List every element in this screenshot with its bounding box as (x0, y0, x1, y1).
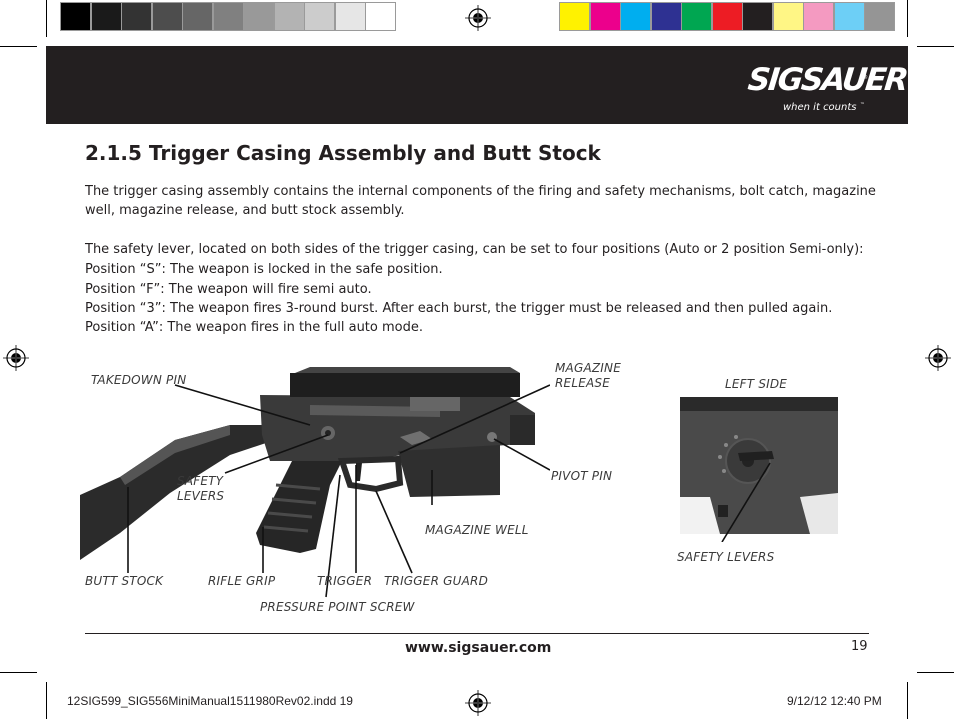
slug-filename: 12SIG599_SIG556MiniManual1511980Rev02.in… (67, 694, 353, 708)
gray-swatch (151, 2, 183, 31)
logo-tagline: when it counts (783, 102, 857, 113)
color-swatch (864, 2, 895, 31)
color-swatch (742, 2, 773, 31)
trademark-mark: ™ (860, 102, 865, 108)
callout-safety-levers-inset: SAFETY LEVERS (677, 550, 775, 564)
callout-magazine-release: MAGAZINE (555, 361, 621, 375)
gray-swatch (90, 2, 122, 31)
callout-rifle-grip: RIFLE GRIP (208, 574, 276, 588)
gray-swatch (365, 2, 396, 31)
callout-safety-levers: LEVERS (177, 489, 225, 503)
crop-mark (907, 0, 908, 37)
registration-mark-icon (465, 690, 491, 716)
callout-magazine-well: MAGAZINE WELL (425, 523, 529, 537)
callout-trigger-guard: TRIGGER GUARD (384, 574, 489, 588)
page-number: 19 (851, 639, 868, 654)
section-title: 2.1.5 Trigger Casing Assembly and Butt S… (85, 141, 601, 165)
callout-pressure-point-screw: PRESSURE POINT SCREW (260, 600, 415, 614)
intro-paragraph-line: well, magazine release, and butt stock a… (85, 203, 405, 218)
callout-trigger: TRIGGER (317, 574, 373, 588)
callout-magazine-release: RELEASE (555, 376, 610, 390)
registration-mark-icon (925, 345, 951, 371)
color-swatch (772, 2, 804, 31)
callout-pivot-pin: PIVOT PIN (551, 469, 613, 483)
gray-swatch (121, 2, 152, 31)
sig-sauer-logo: SIGSAUER (746, 62, 909, 98)
callout-safety-levers: SAFETY (177, 474, 224, 488)
color-swatch (803, 2, 834, 31)
callout-left-side: LEFT SIDE (725, 377, 788, 391)
gray-swatch (334, 2, 366, 31)
gray-swatch (304, 2, 335, 31)
color-swatch (711, 2, 743, 31)
crop-mark (46, 682, 47, 719)
gray-swatch (182, 2, 213, 31)
color-swatch (681, 2, 712, 31)
color-swatch (833, 2, 865, 31)
position-item: Position “3”: The weapon fires 3-round b… (85, 301, 833, 316)
color-swatch (620, 2, 651, 31)
gray-swatch (212, 2, 244, 31)
gray-swatch (60, 2, 91, 31)
intro-paragraph-line: The trigger casing assembly contains the… (85, 184, 876, 199)
rifle-lower-illustration (80, 367, 550, 598)
footer-website-link[interactable]: www.sigsauer.com (405, 640, 552, 656)
color-swatch (589, 2, 621, 31)
header-band (46, 46, 908, 124)
gray-swatch (243, 2, 274, 31)
callout-butt-stock: BUTT STOCK (85, 574, 164, 588)
color-swatch (650, 2, 682, 31)
left-side-inset-illustration (680, 397, 838, 542)
crop-mark (917, 672, 954, 673)
registration-mark-icon (3, 345, 29, 371)
crop-mark (0, 46, 37, 47)
slug-datetime: 9/12/12 12:40 PM (787, 694, 882, 708)
registered-mark: ® (862, 74, 868, 81)
gray-swatch (273, 2, 305, 31)
crop-mark (46, 0, 47, 37)
crop-mark (907, 682, 908, 719)
callout-takedown-pin: TAKEDOWN PIN (91, 373, 187, 387)
position-item: Position “F”: The weapon will fire semi … (85, 282, 372, 297)
safety-intro: The safety lever, located on both sides … (85, 242, 864, 257)
position-item: Position “A”: The weapon fires in the fu… (85, 320, 423, 335)
footer-rule (85, 633, 869, 634)
crop-mark (917, 46, 954, 47)
registration-mark-icon (465, 5, 491, 31)
crop-mark (0, 672, 37, 673)
color-swatch (559, 2, 590, 31)
position-item: Position “S”: The weapon is locked in th… (85, 262, 443, 277)
